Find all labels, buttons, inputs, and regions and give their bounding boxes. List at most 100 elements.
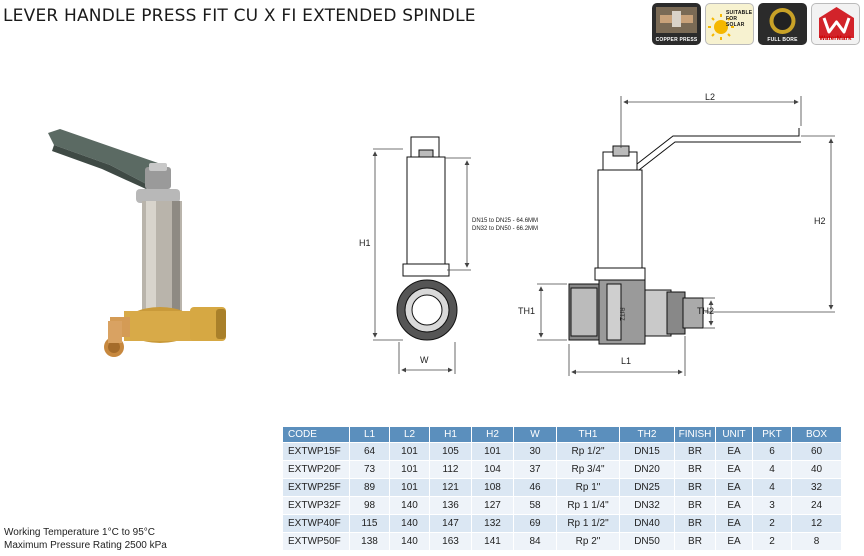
full-bore-badge: FULL BORE [758,3,807,45]
body-mark: RITZ [618,307,624,321]
table-cell: EXTWP25F [282,478,350,497]
table-cell: DN15 [619,442,675,461]
sun-icon [708,14,734,40]
table-cell: 30 [513,442,557,461]
table-cell: 101 [389,460,430,479]
working-temperature: Working Temperature 1°C to 95°C [4,527,156,538]
table-cell: EA [715,496,753,515]
table-cell: 121 [429,478,472,497]
table-cell: DN32 [619,496,675,515]
table-cell: Rp 3/4" [556,460,620,479]
certification-badges: COPPER PRESS SUITABLE FOR SOLAR FULL BOR… [652,3,862,45]
dim-l2: L2 [705,92,715,102]
table-cell: EA [715,442,753,461]
product-photo [48,129,226,357]
table-cell: 2 [752,514,792,533]
table-cell: 98 [349,496,390,515]
table-header-row: CODE L1 L2 H1 H2 W TH1 TH2 FINISH UNIT P… [282,426,842,443]
table-cell: 64 [349,442,390,461]
badge-caption: SUITABLE FOR SOLAR [726,10,753,28]
spindle-note-2: DN32 to DN50 - 66.2MM [472,226,538,232]
table-cell: 147 [429,514,472,533]
badge-caption: FULL BORE [767,37,798,43]
dim-l1: L1 [621,356,631,366]
table-cell: Rp 2" [556,532,620,550]
table-cell: 12 [791,514,842,533]
badge-caption: WaterMark [819,36,852,42]
watermark-badge: WaterMark [811,3,860,45]
col-header: UNIT [715,426,753,443]
table-cell: Rp 1/2" [556,442,620,461]
col-header: BOX [791,426,842,443]
dim-h1: H1 [359,238,371,248]
table-cell: EA [715,460,753,479]
dimension-drawing: RITZ H1 W DN15 to DN25 - 64.6MM DN32 to … [359,92,835,376]
table-cell: BR [674,478,716,497]
table-cell: 58 [513,496,557,515]
col-header: L2 [389,426,430,443]
watermark-icon [819,7,854,38]
table-cell: 8 [791,532,842,550]
table-cell: 105 [429,442,472,461]
table-cell: 46 [513,478,557,497]
table-cell: 101 [389,478,430,497]
table-cell: EXTWP40F [282,514,350,533]
dim-th2: TH2 [697,306,714,316]
table-cell: 132 [471,514,514,533]
table-cell: 108 [471,478,514,497]
table-cell: EXTWP32F [282,496,350,515]
table-cell: 4 [752,478,792,497]
table-cell: 84 [513,532,557,550]
table-cell: DN25 [619,478,675,497]
table-cell: 104 [471,460,514,479]
col-header: CODE [282,426,350,443]
table-cell: 138 [349,532,390,550]
table-cell: DN20 [619,460,675,479]
badge-caption: COPPER PRESS [655,37,698,43]
col-header: TH2 [619,426,675,443]
table-cell: 37 [513,460,557,479]
table-cell: 6 [752,442,792,461]
table-cell: BR [674,442,716,461]
table-cell: Rp 1 1/2" [556,514,620,533]
table-cell: 112 [429,460,472,479]
table-cell: BR [674,514,716,533]
col-header: W [513,426,557,443]
table-cell: EXTWP50F [282,532,350,550]
dim-h2: H2 [814,216,826,226]
table-cell: 140 [389,514,430,533]
table-cell: Rp 1 1/4" [556,496,620,515]
table-cell: 101 [471,442,514,461]
table-cell: EA [715,478,753,497]
operating-specs: Working Temperature 1°C to 95°C Maximum … [4,526,167,552]
table-cell: EXTWP15F [282,442,350,461]
table-cell: 141 [471,532,514,550]
table-cell: 2 [752,532,792,550]
page-title: LEVER HANDLE PRESS FIT CU X FI EXTENDED … [3,6,476,26]
table-cell: 89 [349,478,390,497]
spec-table: CODE L1 L2 H1 H2 W TH1 TH2 FINISH UNIT P… [282,426,842,550]
table-cell: 140 [389,496,430,515]
table-cell: 69 [513,514,557,533]
table-cell: DN50 [619,532,675,550]
table-cell: EXTWP20F [282,460,350,479]
bore-ring-icon [769,8,796,34]
table-cell: 32 [791,478,842,497]
table-cell: 115 [349,514,390,533]
table-cell: 4 [752,460,792,479]
table-cell: 73 [349,460,390,479]
col-header: H1 [429,426,472,443]
spindle-note-1: DN15 to DN25 - 64.6MM [472,218,538,224]
table-cell: 24 [791,496,842,515]
dim-th1: TH1 [518,306,535,316]
table-cell: 3 [752,496,792,515]
col-header: L1 [349,426,390,443]
table-cell: Rp 1" [556,478,620,497]
table-cell: 101 [389,442,430,461]
